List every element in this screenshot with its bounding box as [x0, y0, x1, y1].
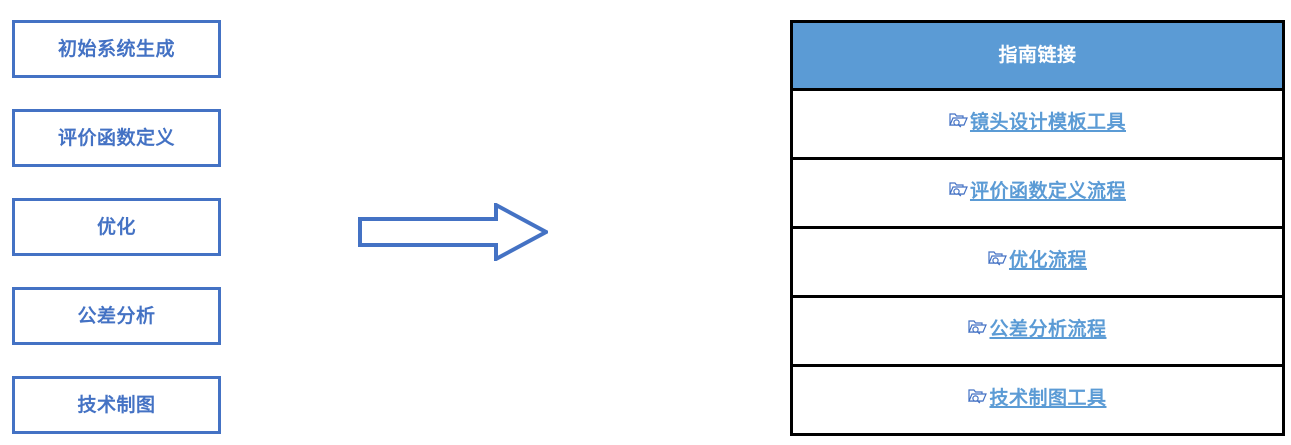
guide-link-label[interactable]: 公差分析流程 — [989, 318, 1107, 340]
guide-link-label[interactable]: 技术制图工具 — [989, 387, 1107, 409]
guide-link-label[interactable]: 评价函数定义流程 — [969, 180, 1126, 202]
folder-search-icon — [988, 249, 1007, 266]
guide-link-label[interactable]: 优化流程 — [1008, 249, 1087, 271]
folder-search-icon — [949, 180, 968, 197]
guide-link[interactable]: 评价函数定义流程 — [949, 182, 1126, 201]
process-step-label: 技术制图 — [77, 393, 156, 416]
right-arrow-shape — [358, 201, 551, 263]
folder-search-icon — [968, 387, 988, 404]
guide-link[interactable]: 镜头设计模板工具 — [949, 113, 1126, 132]
right-arrow-icon — [358, 201, 551, 263]
process-step-box-4[interactable]: 公差分析 — [12, 287, 221, 345]
table-row: 优化流程 — [790, 226, 1285, 298]
process-step-box-3[interactable]: 优化 — [12, 198, 221, 256]
table-row: 评价函数定义流程 — [790, 157, 1285, 229]
process-step-label: 评价函数定义 — [57, 126, 175, 149]
folder-search-icon — [968, 318, 988, 335]
guide-link[interactable]: 优化流程 — [988, 251, 1087, 270]
process-step-label: 优化 — [96, 215, 136, 238]
process-step-box-2[interactable]: 评价函数定义 — [12, 109, 221, 167]
guide-links-table: 指南链接 镜头设计模板工具 — [790, 20, 1285, 436]
guide-link-cell[interactable]: 优化流程 — [790, 226, 1285, 298]
process-step-box-1[interactable]: 初始系统生成 — [12, 20, 221, 78]
process-step-box-5[interactable]: 技术制图 — [12, 376, 221, 434]
table-header-row: 指南链接 — [790, 20, 1285, 91]
guide-link[interactable]: 技术制图工具 — [968, 389, 1106, 408]
guide-table-header-cell: 指南链接 — [790, 20, 1285, 91]
guide-link-cell[interactable]: 镜头设计模板工具 — [790, 88, 1285, 160]
process-step-list: 初始系统生成 评价函数定义 优化 公差分析 技术制图 — [12, 20, 221, 434]
guide-link-cell[interactable]: 公差分析流程 — [790, 295, 1285, 367]
table-row: 技术制图工具 — [790, 364, 1285, 436]
folder-search-icon — [949, 111, 968, 128]
guide-link-label[interactable]: 镜头设计模板工具 — [969, 111, 1126, 133]
guide-link-cell[interactable]: 评价函数定义流程 — [790, 157, 1285, 229]
table-row: 镜头设计模板工具 — [790, 88, 1285, 160]
process-step-label: 初始系统生成 — [57, 37, 175, 60]
guide-table-header-label: 指南链接 — [998, 44, 1077, 66]
guide-link-cell[interactable]: 技术制图工具 — [790, 364, 1285, 436]
table-row: 公差分析流程 — [790, 295, 1285, 367]
guide-link[interactable]: 公差分析流程 — [968, 320, 1106, 339]
process-step-label: 公差分析 — [77, 304, 156, 327]
